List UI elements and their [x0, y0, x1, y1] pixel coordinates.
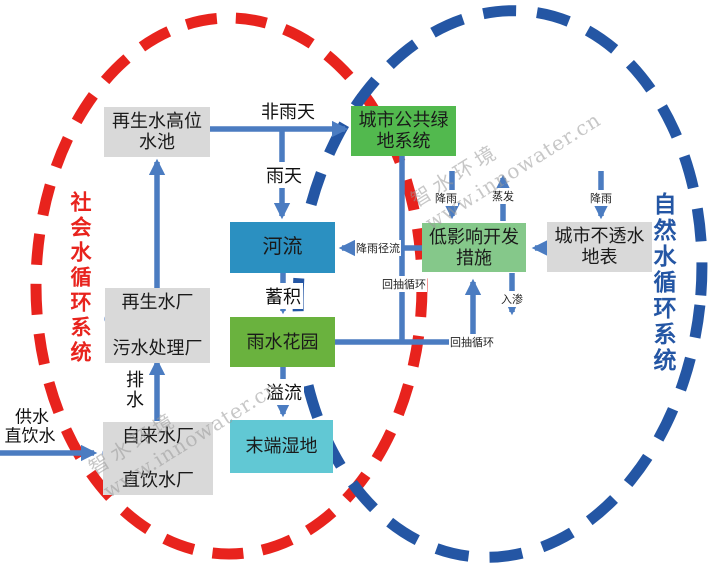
box-lid-measures: 低影响开发 措施: [422, 223, 526, 272]
box-label: 城市公共绿: [358, 110, 449, 130]
box-label: 措施: [456, 247, 492, 268]
box-label: 河流: [262, 236, 303, 258]
label-accumulate: 蓄积: [263, 283, 303, 309]
title-natural-water-cycle: 自然水循环系统: [650, 192, 676, 374]
label-evaporation: 蒸发: [491, 188, 515, 204]
box-impervious-surface: 城市不透水 地表: [547, 222, 652, 272]
box-label: 自来水厂: [122, 426, 194, 446]
label-overflow: 溢流: [264, 379, 304, 405]
label-non-rainy-day: 非雨天: [261, 102, 315, 122]
label-rainfall-impervious: 降雨: [589, 190, 613, 206]
box-label: 再生水厂: [121, 292, 194, 312]
box-reclaimed-plant-sewage-plant: 再生水厂 污水处理厂: [105, 288, 210, 363]
box-tap-water-plant: 自来水厂 直饮水厂: [103, 422, 213, 495]
natural-cycle-ellipse: [292, 5, 708, 563]
box-label: 直饮水厂: [122, 470, 194, 490]
box-label: 再生水高位: [112, 111, 202, 131]
box-label: 末端湿地: [245, 436, 318, 456]
title-social-water-cycle: 社会水循环系统: [68, 191, 91, 366]
box-river: 河流: [230, 222, 335, 273]
label-drainage: 排水: [124, 370, 144, 410]
label-rainfall-lid: 降雨: [434, 190, 458, 206]
box-urban-green-space: 城市公共绿 地系统: [351, 106, 456, 156]
box-label: 雨水花园: [246, 331, 319, 352]
box-label: 城市不透水: [554, 226, 645, 246]
box-label: 低影响开发: [429, 226, 519, 247]
label-pumpback-right: 回抽循环: [449, 334, 495, 350]
label-rainy-day: 雨天: [264, 162, 304, 188]
box-label: 水池: [139, 132, 175, 152]
label-rainfall-runoff: 降雨径流: [355, 240, 401, 256]
label-direct-drinking: 直饮水: [4, 426, 56, 446]
box-reclaimed-water-pool: 再生水高位 水池: [104, 107, 210, 157]
box-label: 地表: [581, 247, 618, 267]
label-water-supply: 供水: [15, 407, 49, 427]
box-label: 地系统: [376, 131, 431, 151]
box-terminal-wetland: 末端湿地: [230, 420, 333, 473]
box-rain-garden: 雨水花园: [230, 317, 335, 367]
box-label: 污水处理厂: [112, 338, 203, 358]
label-infiltration: 入渗: [500, 291, 524, 307]
label-pumpback-left: 回抽循环: [381, 276, 427, 292]
